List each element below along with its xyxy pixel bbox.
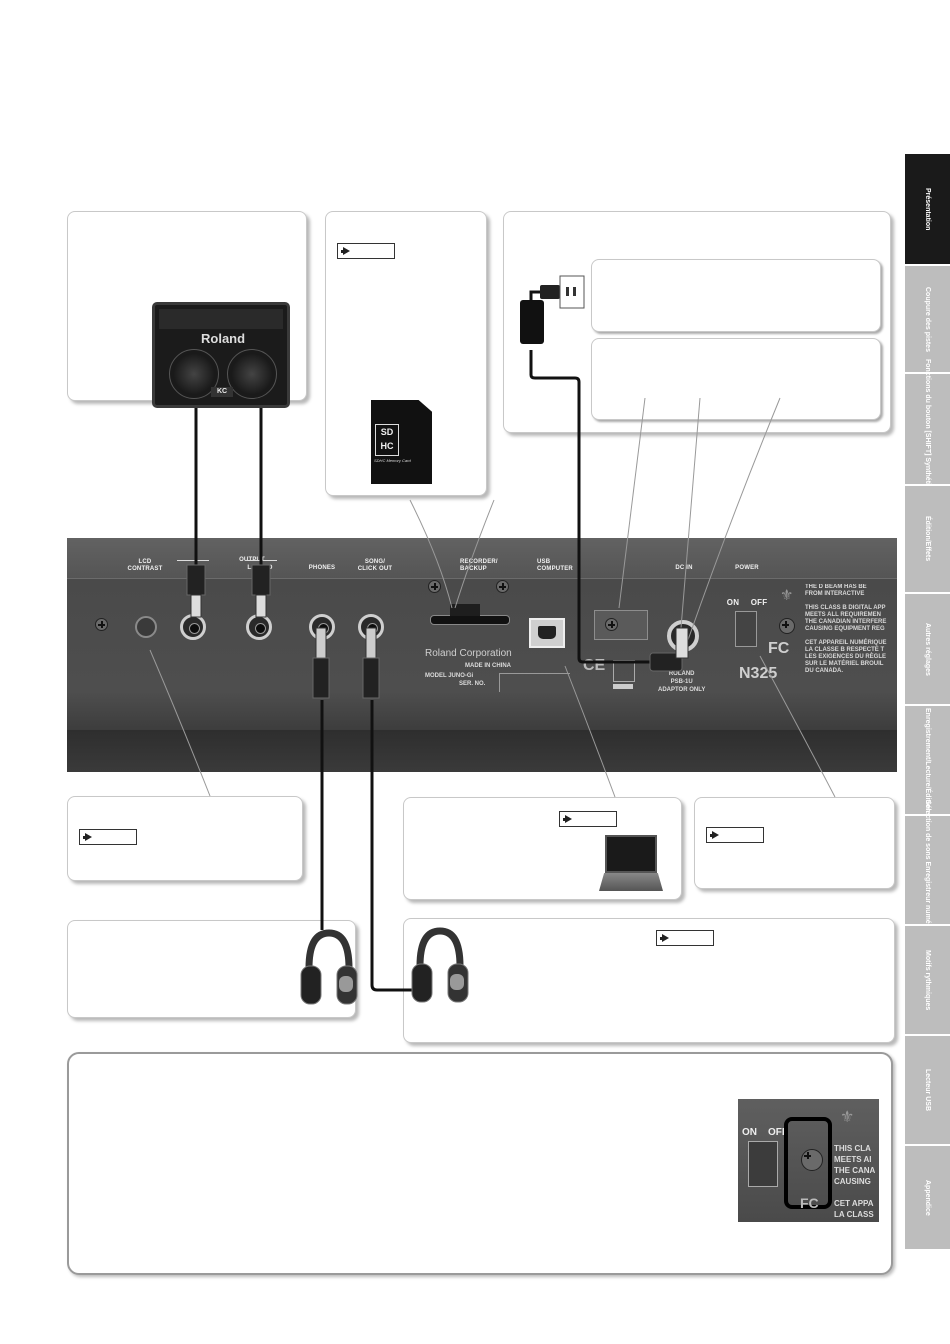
tab-autres-reglages[interactable]: Autres réglages bbox=[905, 593, 950, 705]
ground-terminal-screw-icon[interactable] bbox=[779, 618, 795, 634]
compliance-line: SUR LE MATÉRIEL BROUIL bbox=[805, 661, 884, 667]
click-out-cable bbox=[370, 700, 415, 992]
inset-power-switch bbox=[748, 1141, 778, 1187]
page-reference-arrow-icon[interactable] bbox=[706, 827, 764, 843]
inset-compliance-line: MEETS AI bbox=[834, 1155, 872, 1164]
serial-number-text: SER. NO. bbox=[459, 681, 486, 687]
usb-computer-port[interactable] bbox=[529, 618, 565, 648]
ground-terminal-inset-photo: ON OFF THIS CLA MEETS AI THE CANA CAUSING CE… bbox=[738, 1099, 879, 1222]
compliance-line: LA CLASSE B RESPECTE T bbox=[805, 647, 885, 653]
tab-appendice[interactable]: Appendice bbox=[905, 1145, 950, 1250]
compliance-line: LES EXIGENCES DU RÈGLE bbox=[805, 654, 887, 660]
lcd-contrast-label: LCD CONTRAST bbox=[127, 559, 163, 572]
screw-icon bbox=[605, 618, 618, 631]
outlet-note-box bbox=[591, 259, 881, 332]
song-click-out-callout-box bbox=[403, 918, 895, 1043]
lcd-contrast-callout-box bbox=[67, 796, 303, 881]
power-on-label: ON bbox=[726, 598, 740, 607]
lcd-contrast-knob[interactable] bbox=[135, 616, 157, 638]
dc-in-label: DC IN bbox=[675, 565, 693, 571]
inset-fc-mark: FC bbox=[800, 1195, 819, 1211]
amp-brand-logo: Roland bbox=[201, 331, 246, 346]
compliance-line: DU CANADA. bbox=[805, 668, 843, 674]
power-adaptor-icon bbox=[520, 275, 585, 344]
cord-hook[interactable] bbox=[594, 610, 648, 640]
output-r-jack[interactable] bbox=[180, 614, 206, 640]
compliance-line: CAUSING EQUIPMENT REG bbox=[805, 626, 885, 632]
compliance-line: THIS CLASS B DIGITAL APP bbox=[805, 605, 886, 611]
d-beam-logo-icon: ⚜ bbox=[780, 587, 794, 604]
inset-off-label: OFF bbox=[768, 1127, 788, 1138]
page-reference-arrow-icon[interactable] bbox=[337, 243, 395, 259]
adaptor-note-box bbox=[591, 338, 881, 420]
page-reference-arrow-icon[interactable] bbox=[79, 829, 137, 845]
power-switch-callout-box bbox=[694, 797, 895, 889]
inset-compliance-line: LES EXIG bbox=[834, 1220, 879, 1222]
recorder-backup-label: RECORDER/ BACKUP bbox=[460, 559, 498, 572]
compliance-line: MEETS ALL REQUIREMEN bbox=[805, 612, 882, 618]
plug-icon bbox=[186, 564, 689, 699]
screw-icon bbox=[496, 580, 509, 593]
made-in-text: MADE IN CHINA bbox=[465, 663, 511, 669]
tab-shift-synthetiseur[interactable]: Fonctions du bouton [SHIFT] Synthétiseur bbox=[905, 359, 950, 499]
inset-ground-highlight bbox=[784, 1117, 832, 1209]
tab-edition-effets[interactable]: Édition/Effets bbox=[905, 485, 950, 593]
tab-selection-de-sons[interactable]: Sélection de sons Enregistreur numérique bbox=[905, 800, 950, 940]
tab-coupure-des-pistes[interactable]: Coupure des pistes bbox=[905, 265, 950, 373]
screw-icon bbox=[428, 580, 441, 593]
inset-compliance-line: LA CLASS bbox=[834, 1210, 874, 1219]
inset-on-label: ON bbox=[742, 1127, 757, 1138]
tab-presentation[interactable]: Présentation bbox=[905, 153, 950, 265]
inset-compliance-line: CET APPA bbox=[834, 1199, 874, 1208]
phones-label: PHONES bbox=[308, 565, 336, 571]
power-off-label: OFF bbox=[750, 598, 768, 607]
keyboard-amplifier-image: Roland KC bbox=[152, 302, 290, 408]
usb-computer-label: USB COMPUTER bbox=[537, 559, 573, 572]
screw-icon bbox=[95, 618, 108, 631]
inset-compliance-line: THIS CLA bbox=[834, 1144, 871, 1153]
compliance-line: FROM INTERACTIVE bbox=[805, 591, 865, 597]
ground-terminal-screw-icon bbox=[801, 1149, 823, 1171]
page-reference-arrow-icon[interactable] bbox=[656, 930, 714, 946]
inset-compliance-line bbox=[834, 1187, 879, 1198]
tab-lecteur-usb[interactable]: Lecteur USB bbox=[905, 1035, 950, 1145]
fc-mark: FC bbox=[768, 640, 790, 657]
corporation-text: Roland Corporation bbox=[425, 648, 512, 659]
inset-compliance-line: THE CANA bbox=[834, 1166, 876, 1175]
compliance-line: THE D BEAM HAS BE bbox=[805, 584, 867, 590]
headphones-icon bbox=[411, 927, 469, 1003]
song-click-out-label: SONG/ CLICK OUT bbox=[357, 559, 393, 572]
power-switch[interactable] bbox=[735, 611, 757, 647]
headphones-icon bbox=[300, 929, 358, 1005]
power-label: POWER bbox=[735, 565, 759, 571]
laptop-icon bbox=[599, 835, 663, 893]
adaptor-only-text: ROLAND PSB-1U ADAPTOR ONLY bbox=[658, 671, 706, 693]
page-reference-arrow-icon[interactable] bbox=[559, 811, 617, 827]
d-beam-logo-icon: ⚜ bbox=[840, 1109, 855, 1126]
inset-compliance-line: CAUSING bbox=[834, 1177, 871, 1186]
dc-power-cable bbox=[529, 350, 650, 664]
tab-enregistrement-lecture[interactable]: Enregistrement/Lecture/Édition bbox=[905, 705, 950, 815]
compliance-line: CET APPAREIL NUMÉRIQUE bbox=[805, 640, 887, 646]
model-text: MODEL JUNO-Gi bbox=[425, 673, 474, 679]
tab-motifs-rythmiques[interactable]: Motifs rythmiques bbox=[905, 925, 950, 1035]
inset-compliance-text: THIS CLA MEETS AI THE CANA CAUSING CET APPA L… bbox=[834, 1143, 879, 1222]
sd-card-label: SDHC Memory Card bbox=[374, 458, 411, 463]
compliance-line: THE CANADIAN INTERFERE bbox=[805, 619, 887, 625]
amp-model-badge: KC bbox=[211, 387, 233, 397]
